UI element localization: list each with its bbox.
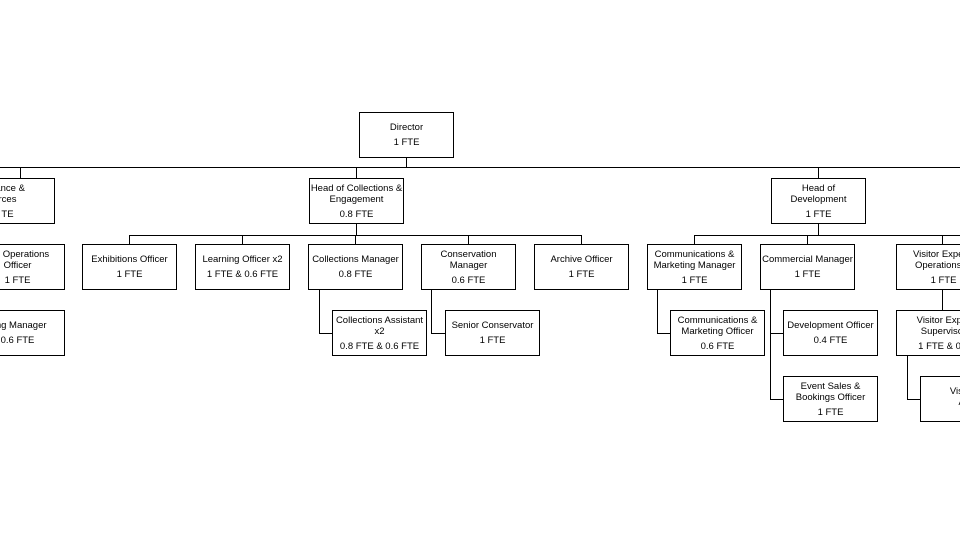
node-fte: 1 FTE — [4, 274, 31, 286]
node-title: Exhibitions Officer — [91, 254, 168, 265]
connector — [581, 235, 582, 244]
node-fte: 1 FTE & 0.8 — [918, 340, 960, 352]
node-title: Event Sales & Bookings Officer — [795, 380, 866, 403]
node-title: Commercial Manager — [762, 254, 853, 265]
connector — [129, 235, 130, 244]
node-fte: 1 FTE — [479, 335, 506, 346]
connector — [818, 224, 819, 235]
connector — [406, 158, 407, 167]
node-fte: 1 FTE — [393, 137, 420, 148]
node-title: ding Manager — [0, 320, 47, 331]
node-fte: 0.6 FTE — [700, 340, 735, 352]
connector — [431, 290, 432, 333]
node-senior-conservator: Senior Conservator 1 FTE — [445, 310, 540, 356]
node-commercial-manager: Commercial Manager 1 FTE — [760, 244, 855, 290]
node-fte: 1 FTE — [116, 269, 143, 280]
node-fte: 1 FTE — [930, 274, 957, 286]
connector — [770, 290, 771, 399]
node-comms-marketing-manager: Communications & Marketing Manager 1 FTE — [647, 244, 742, 290]
node-head-collections: Head of Collections & Engagement 0.8 FTE — [309, 178, 404, 224]
node-visitor-supervisor: Visitor Exper Supervisor 1 FTE & 0.8 — [896, 310, 960, 356]
node-collections-assistant: Collections Assistant x2 0.8 FTE & 0.6 F… — [332, 310, 427, 356]
connector — [807, 235, 808, 244]
node-title: Senior Conservator — [451, 320, 534, 331]
node-title: Collections Manager — [312, 254, 399, 265]
connector — [356, 224, 357, 235]
connector — [242, 235, 243, 244]
node-fte: TE — [1, 208, 14, 220]
connector — [942, 290, 943, 310]
node-title: Archive Officer — [550, 254, 613, 265]
connector — [657, 290, 658, 333]
node-title: Development Officer — [787, 320, 874, 331]
node-visitor-assistant: Visitor E Assi — [920, 376, 960, 422]
connector — [907, 356, 908, 399]
node-fte: 1 FTE — [805, 208, 832, 220]
node-title: nance & rces — [0, 182, 25, 205]
node-fte: 1 FTE — [568, 269, 595, 280]
node-visitor-ops-manager: Visitor Experie Operations M 1 FTE — [896, 244, 960, 290]
connector — [468, 235, 469, 244]
node-learning-officer: Learning Officer x2 1 FTE & 0.6 FTE — [195, 244, 290, 290]
node-title: Head of Collections & Engagement — [310, 182, 403, 205]
connector — [356, 167, 357, 179]
node-director: Director 1 FTE — [359, 112, 454, 158]
connector — [770, 399, 783, 400]
node-title: Learning Officer x2 — [202, 254, 283, 265]
node-title: Communications & Marketing Manager — [653, 248, 736, 271]
node-fte: 1 FTE — [817, 406, 844, 418]
node-title: Head of Development — [790, 182, 847, 205]
node-conservation-manager: Conservation Manager 0.6 FTE — [421, 244, 516, 290]
node-title: Collections Assistant x2 — [335, 314, 424, 337]
node-collections-manager: Collections Manager 0.8 FTE — [308, 244, 403, 290]
node-title: Director — [389, 122, 424, 133]
node-event-sales-officer: Event Sales & Bookings Officer 1 FTE — [783, 376, 878, 422]
connector — [770, 333, 783, 334]
connector — [0, 167, 960, 168]
connector — [319, 333, 332, 334]
connector — [319, 290, 320, 333]
connector — [694, 235, 695, 244]
node-title: Visitor E Assi — [949, 386, 960, 408]
node-head-finance: nance & rces TE — [0, 178, 55, 224]
node-fte: 1 FTE — [681, 274, 708, 286]
node-building-manager: ding Manager 0.6 FTE — [0, 310, 65, 356]
connector — [818, 167, 819, 179]
node-title: Communications & Marketing Officer — [677, 314, 758, 337]
connector — [907, 399, 920, 400]
node-development-officer: Development Officer 0.4 FTE — [783, 310, 878, 356]
node-fte: 0.8 FTE — [338, 269, 373, 280]
node-fte: 0.4 FTE — [813, 335, 848, 346]
node-fte: 1 FTE & 0.6 FTE — [206, 269, 279, 280]
connector — [20, 167, 21, 179]
node-fte: 0.8 FTE & 0.6 FTE — [339, 340, 420, 352]
node-comms-marketing-officer: Communications & Marketing Officer 0.6 F… — [670, 310, 765, 356]
node-finance-operations-officer: e & Operations Officer 1 FTE — [0, 244, 65, 290]
node-archive-officer: Archive Officer 1 FTE — [534, 244, 629, 290]
node-fte: 0.6 FTE — [451, 274, 486, 286]
connector — [942, 235, 943, 244]
node-exhibitions-officer: Exhibitions Officer 1 FTE — [82, 244, 177, 290]
node-fte: 0.6 FTE — [0, 335, 35, 346]
node-title: Visitor Experie Operations M — [912, 248, 960, 271]
node-fte: 1 FTE — [794, 269, 821, 280]
connector — [431, 333, 445, 334]
connector — [355, 235, 356, 244]
node-title: Visitor Exper Supervisor — [916, 314, 960, 337]
node-head-development: Head of Development 1 FTE — [771, 178, 866, 224]
node-title: Conservation Manager — [440, 248, 497, 271]
connector — [694, 235, 960, 236]
node-title: e & Operations Officer — [0, 248, 50, 271]
connector — [657, 333, 670, 334]
node-fte: 0.8 FTE — [339, 208, 374, 220]
